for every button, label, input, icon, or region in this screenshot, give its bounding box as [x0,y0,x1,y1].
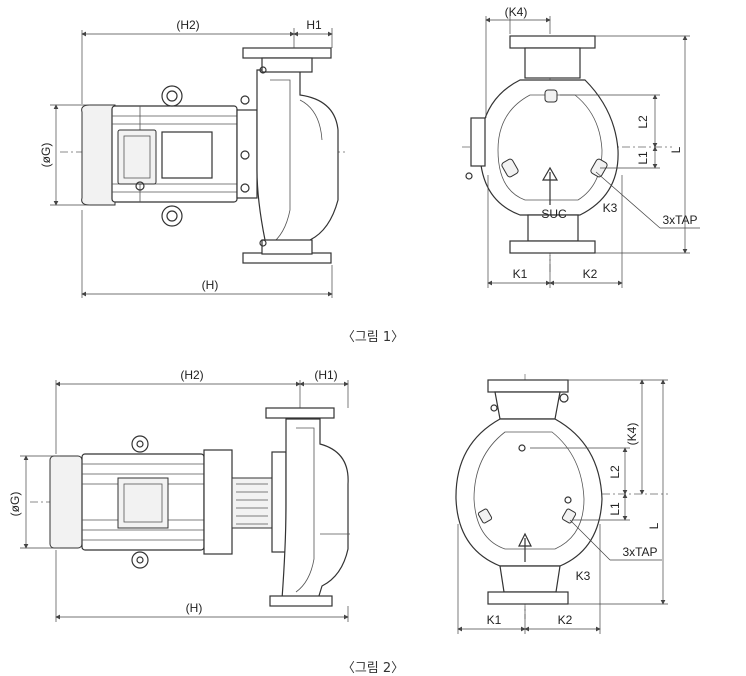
fig1-label-k2: K2 [583,267,598,281]
figure-2-panel: (H2) (H1) (H) (øG) [0,344,746,654]
fig2-label-k2: K2 [558,613,573,627]
fig1-label-k1: K1 [513,267,528,281]
figure-1-side-view: (H2) H1 (H) (øG) [39,18,345,298]
fig1-label-h2: (H2) [176,18,199,32]
fig1-label-k3: K3 [603,201,618,215]
fig1-label-g: (øG) [39,143,53,168]
fig2-label-h: (H) [186,601,203,615]
fig1-label-l2: L2 [636,115,650,129]
fig1-label-h1: H1 [306,18,322,32]
figure-2-front-view: (K4) L2 L1 L 3xTAP K3 K1 K2 [455,374,668,634]
fig2-label-h1: (H1) [314,368,337,382]
fig2-label-k4: (K4) [625,423,639,446]
figure-2-side-view: (H2) (H1) (H) (øG) [8,368,350,622]
fig2-label-k1: K1 [487,613,502,627]
fig1-label-suc: SUC [541,207,567,221]
fig2-label-h2: (H2) [180,368,203,382]
figure-1-drawing: (H2) H1 (H) (øG) [39,5,700,298]
figure-1-caption: 〈그림 1〉 [341,330,405,345]
fig2-label-tap: 3xTAP [622,545,657,559]
fig2-label-l1: L1 [608,502,622,516]
fig1-label-h: (H) [202,278,219,292]
figure-1-front-view: (K4) L2 L1 L SUC K3 3xTAP K1 K2 [462,5,700,288]
figure-2-caption: 〈그림 2〉 [341,661,405,676]
fig1-label-k4: (K4) [505,5,528,19]
fig1-label-l: L [669,146,683,153]
figure-2-drawing: (H2) (H1) (H) (øG) [8,368,668,634]
fig2-label-k3: K3 [576,569,591,583]
fig2-label-l2: L2 [608,465,622,479]
figure-1-panel: (H2) H1 (H) (øG) [0,0,746,322]
fig2-label-l: L [647,522,661,529]
fig2-label-g: (øG) [8,492,22,517]
fig1-label-tap: 3xTAP [662,213,697,227]
fig1-label-l1: L1 [636,151,650,165]
